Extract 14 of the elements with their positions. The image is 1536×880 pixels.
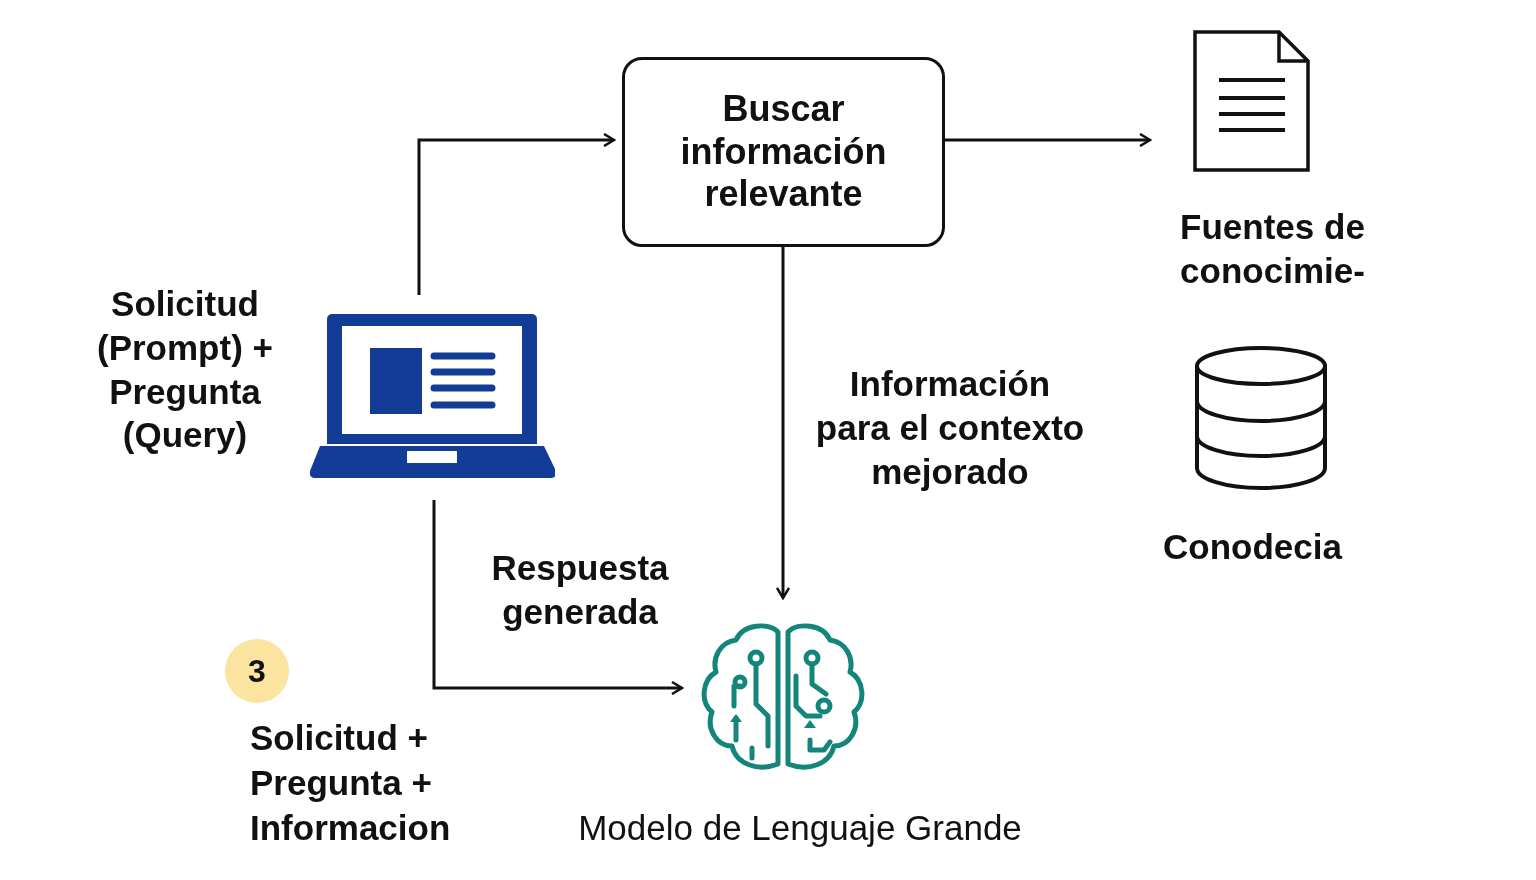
caption-text: Solicitud (Prompt) + Pregunta (Query) xyxy=(96,283,274,457)
arrow xyxy=(432,500,684,696)
callout-number: 3 xyxy=(225,639,289,703)
caption-text: Fuentes de conocimie- xyxy=(1179,206,1366,292)
database-icon xyxy=(1194,346,1328,490)
caption-text: Conodecia xyxy=(1162,526,1344,568)
document-icon xyxy=(1193,30,1310,172)
arrow xyxy=(945,132,1152,148)
caption-text: Modelo de Lenguaje Grande xyxy=(577,807,1023,849)
arrow xyxy=(775,247,791,600)
box-text: Buscar información relevante xyxy=(679,88,888,216)
process-box xyxy=(622,57,945,247)
note-text: Solicitud + Pregunta + Informacion xyxy=(250,717,452,849)
arrow xyxy=(417,132,616,295)
